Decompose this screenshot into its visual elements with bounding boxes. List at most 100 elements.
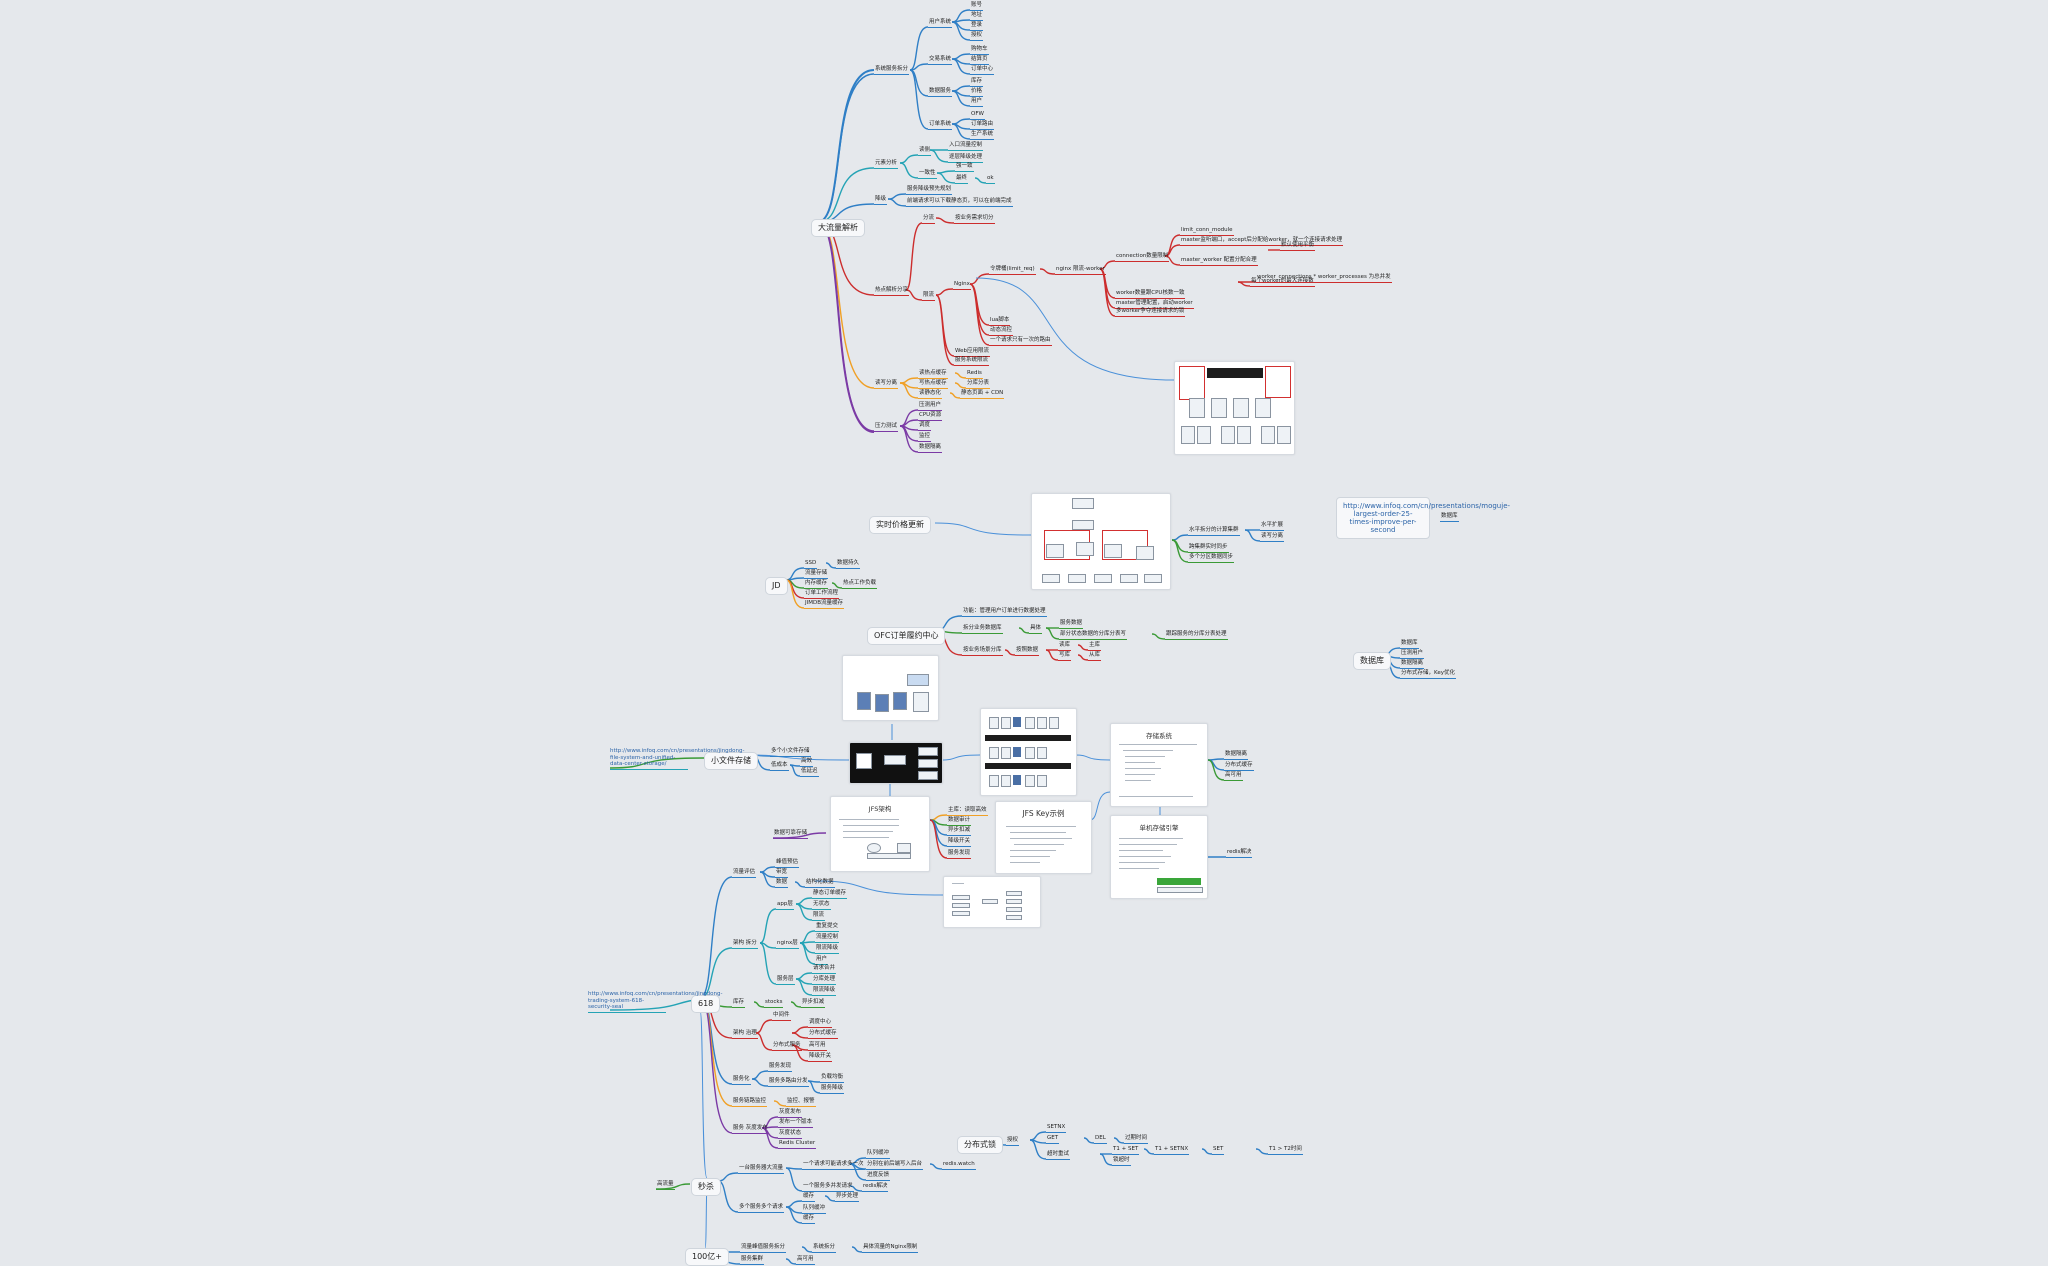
- branch-g2[interactable]: 多个服务多个请求: [738, 1204, 785, 1213]
- branch-k1-1[interactable]: 系统拆分: [812, 1244, 837, 1253]
- jfs-arch-image[interactable]: JFS架构: [830, 796, 930, 872]
- branch-a2-2[interactable]: 一致性: [918, 170, 937, 179]
- branch-f2-3[interactable]: 服务层: [776, 976, 795, 985]
- branch-c1[interactable]: 功能：管理用户订单进行数据处理: [962, 608, 1047, 617]
- branch-k1-2[interactable]: 具体流量的Nginx限制: [862, 1244, 919, 1253]
- branch-g2-3[interactable]: 队列缓冲: [802, 1205, 827, 1214]
- link-infoq-queue[interactable]: http://www.infoq.com/cn/presentations/mo…: [1336, 497, 1510, 540]
- branch-h8[interactable]: SET: [1212, 1146, 1225, 1155]
- branch-a2-2-1[interactable]: 强一致: [955, 163, 974, 172]
- branch-d2[interactable]: 低成本: [770, 762, 789, 771]
- branch-c3[interactable]: 按业务场景分库: [962, 647, 1003, 656]
- branch-f3-1-1[interactable]: 异步扣减: [801, 999, 826, 1008]
- branch-f2-1[interactable]: app层: [776, 901, 794, 910]
- branch-c2[interactable]: 拆分业务数据库: [962, 625, 1003, 634]
- branch-a4-2-1-12[interactable]: 多worker争夺连接请求的锁: [1115, 308, 1186, 317]
- branch-c3-1-3[interactable]: 主库: [1088, 642, 1102, 651]
- jfs-key-image[interactable]: JFS Key示例: [995, 801, 1092, 874]
- nginx-diagram-image[interactable]: [1174, 361, 1295, 455]
- branch-g1-2-1[interactable]: redis解决: [1226, 849, 1253, 858]
- branch-f3-1[interactable]: stocks: [764, 999, 784, 1008]
- branch-a4-2[interactable]: 限流: [922, 292, 936, 301]
- branch-h2[interactable]: GET: [1046, 1135, 1060, 1144]
- branch-f3-1-1[interactable]: 异步扣减: [947, 827, 972, 836]
- branch-a4-2-1-3[interactable]: connection数量限制: [1115, 253, 1170, 262]
- branch-a4-2-6[interactable]: 服务系统限流: [954, 357, 990, 366]
- branch-c3-1-4[interactable]: 从库: [1088, 652, 1102, 661]
- branch-f2-2-2[interactable]: 流量控制: [815, 934, 840, 943]
- branch-a4[interactable]: 热点解析分享: [874, 287, 910, 296]
- branch-f7-2[interactable]: 发布一个版本: [778, 1119, 814, 1128]
- branch-f5[interactable]: 服务化: [732, 1076, 751, 1085]
- branch-f2[interactable]: 架构 拆分: [732, 940, 758, 949]
- branch-a6-1[interactable]: 压测用户: [918, 402, 943, 411]
- branch-jd3[interactable]: 内存缓存: [804, 580, 829, 589]
- branch-jd2[interactable]: 流量存储: [804, 570, 829, 579]
- branch-f5-1[interactable]: 服务发现: [768, 1063, 793, 1072]
- branch-a5-1-1[interactable]: Redis: [966, 370, 983, 379]
- branch-d2-1[interactable]: 高效: [800, 758, 814, 767]
- branch-e1[interactable]: 数据隔离: [1224, 751, 1249, 760]
- branch-f7-3[interactable]: 灰度状态: [778, 1130, 803, 1139]
- branch-f7[interactable]: 服务 灰度发布: [732, 1125, 769, 1134]
- branch-f2-2-3[interactable]: 限流降级: [815, 945, 840, 954]
- topic-db[interactable]: 数据库: [1353, 652, 1391, 670]
- branch-f2-3-2[interactable]: 分库处理: [812, 976, 837, 985]
- branch-f4-2[interactable]: 分布式服务: [772, 1042, 802, 1051]
- branch-a4-2-1-9[interactable]: worker_connections * worker_processes 为总…: [1256, 274, 1392, 283]
- branch-g1[interactable]: 一台服务器大流量: [738, 1165, 785, 1174]
- branch-f2-1-3[interactable]: 限流: [812, 912, 826, 921]
- storage-system-image[interactable]: 存储系统: [1110, 723, 1208, 807]
- branch-k2[interactable]: 服务集群: [740, 1256, 765, 1265]
- branch-h5[interactable]: 超时重试: [1046, 1151, 1071, 1160]
- branch-f2-2[interactable]: nginx层: [776, 940, 799, 949]
- branch-a1-4-1[interactable]: OFW: [970, 111, 985, 120]
- topic-xwj[interactable]: 小文件存储: [704, 752, 758, 770]
- branch-a4-2-1-1[interactable]: 令牌桶(limit_req): [989, 266, 1036, 275]
- branch-a4-2-2[interactable]: lua脚本: [989, 317, 1011, 326]
- branch-a6[interactable]: 压力测试: [874, 423, 899, 432]
- branch-e1[interactable]: 数据隔离: [1400, 660, 1425, 669]
- branch-a4-2-4[interactable]: 一个请求只有一次的路由: [989, 337, 1052, 346]
- branch-f4-1-1[interactable]: 调度中心: [808, 1019, 833, 1028]
- branch-k2-1[interactable]: 高可用: [796, 1256, 815, 1265]
- topic-dist-lock[interactable]: 分布式锁: [957, 1136, 1003, 1154]
- branch-a2-1-1[interactable]: 入口流量控制: [948, 142, 984, 151]
- branch-a5-2-1[interactable]: 分库分表: [966, 380, 991, 389]
- branch-b1[interactable]: 水平拆分的计算集群: [1188, 527, 1240, 536]
- branch-g1-1-3[interactable]: 进度反馈: [866, 1172, 891, 1181]
- branch-f2-3-3[interactable]: 限流降级: [812, 987, 837, 996]
- branch-f1-3[interactable]: 数据: [775, 879, 789, 888]
- branch-a6-1[interactable]: 压测用户: [1400, 650, 1425, 659]
- branch-f4-2-1[interactable]: 高可用: [1224, 772, 1243, 781]
- topic-seckill[interactable]: 秒杀: [691, 1178, 721, 1196]
- branch-jd1-1[interactable]: 数据持久: [836, 560, 861, 569]
- branch-f5-2-2[interactable]: 服务降级: [820, 1085, 845, 1094]
- branch-a5-2[interactable]: 写热点缓存: [918, 380, 948, 389]
- branch-a2-2-3[interactable]: ok: [986, 175, 995, 184]
- key-list-image[interactable]: [943, 876, 1041, 928]
- branch-a1-3[interactable]: 数据服务: [928, 88, 953, 97]
- price-update-diagram-image[interactable]: [1031, 493, 1171, 590]
- branch-a2-1-2[interactable]: 逐层降级处理: [948, 154, 984, 163]
- branch-a5-3[interactable]: 读静态化: [918, 390, 943, 399]
- branch-g2-1[interactable]: 缓存: [802, 1215, 816, 1224]
- branch-a5[interactable]: 读写分离: [874, 380, 899, 389]
- branch-b1-2[interactable]: 读写分离: [1260, 533, 1285, 542]
- branch-a6-5[interactable]: 数据隔离: [918, 444, 943, 453]
- branch-a5-3-1[interactable]: 静态页面 + CDN: [960, 390, 1005, 399]
- branch-f5-2[interactable]: 服务多路由分发: [768, 1078, 809, 1087]
- branch-a1-2[interactable]: 交易系统: [928, 56, 953, 65]
- branch-f6[interactable]: 服务链路监控: [732, 1098, 768, 1107]
- storage-arch-image[interactable]: [842, 655, 939, 721]
- branch-g1-2-1[interactable]: redis解决: [862, 1183, 889, 1192]
- branch-f1-1[interactable]: 峰值预估: [775, 859, 800, 868]
- branch-a2[interactable]: 元素分析: [874, 160, 899, 169]
- branch-a1-3-3[interactable]: 用户: [970, 98, 984, 107]
- branch-a3-2[interactable]: 前端请求可以下载静态页，可以在前端完成: [906, 198, 1013, 207]
- branch-a4-2-1-4[interactable]: limit_conn_module: [1180, 227, 1234, 236]
- branch-g2-1[interactable]: 缓存: [802, 1193, 816, 1202]
- branch-h7[interactable]: T1 + SETNX: [1154, 1146, 1190, 1155]
- branch-a4-2-3[interactable]: 动态流控: [989, 327, 1014, 336]
